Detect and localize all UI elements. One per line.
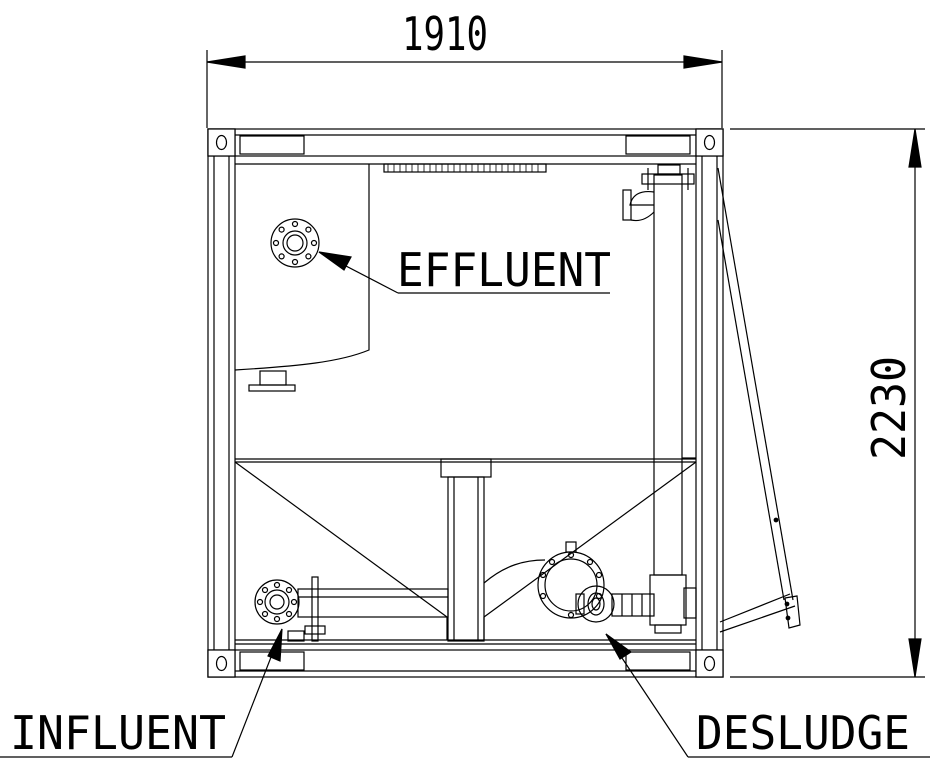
frame-bottom-rail bbox=[207, 649, 724, 678]
riser-pipe bbox=[622, 164, 697, 634]
width-dimension: 1910 bbox=[206, 7, 723, 128]
frame-left-post bbox=[207, 128, 236, 678]
corner-casting-top-left bbox=[207, 128, 236, 157]
effluent-label: EFFLUENT bbox=[397, 243, 611, 297]
width-arrow-right bbox=[683, 55, 723, 69]
desludge-small-flange bbox=[577, 585, 615, 623]
height-arrow-bottom bbox=[908, 638, 922, 678]
desludge-assembly bbox=[483, 541, 655, 623]
corner-casting-bottom-left bbox=[207, 649, 236, 678]
corner-casting-top-right bbox=[695, 128, 724, 157]
container-frame bbox=[207, 128, 724, 678]
frame-top-rail bbox=[207, 128, 724, 157]
desludge-arrow bbox=[605, 633, 633, 660]
desludge-large-flange bbox=[537, 551, 605, 619]
effluent-arrow bbox=[318, 251, 352, 271]
tank-body bbox=[234, 163, 697, 645]
height-dimension: 2230 bbox=[730, 128, 925, 678]
effluent-chamber bbox=[234, 164, 370, 371]
effluent-nozzle bbox=[270, 218, 320, 268]
hopper-slope-left bbox=[234, 461, 448, 618]
influent-nozzle bbox=[254, 576, 449, 642]
height-arrow-top bbox=[908, 128, 922, 168]
width-arrow-left bbox=[206, 55, 246, 69]
desludge-label: DESLUDGE bbox=[696, 706, 910, 760]
corner-casting-bottom-right bbox=[695, 649, 724, 678]
height-dimension-label: 2230 bbox=[862, 356, 916, 460]
desludge-callout: DESLUDGE bbox=[605, 633, 930, 760]
influent-label: INFLUENT bbox=[10, 706, 226, 760]
top-grating bbox=[383, 163, 547, 173]
influent-arrow bbox=[267, 628, 283, 662]
central-column bbox=[447, 476, 485, 642]
diagonal-brace bbox=[717, 167, 801, 633]
hopper-slope-right bbox=[483, 461, 697, 618]
frame-right-post bbox=[695, 128, 724, 678]
effluent-callout: EFFLUENT bbox=[318, 243, 611, 297]
width-dimension-label: 1910 bbox=[402, 7, 488, 61]
influent-callout: INFLUENT bbox=[0, 628, 283, 760]
